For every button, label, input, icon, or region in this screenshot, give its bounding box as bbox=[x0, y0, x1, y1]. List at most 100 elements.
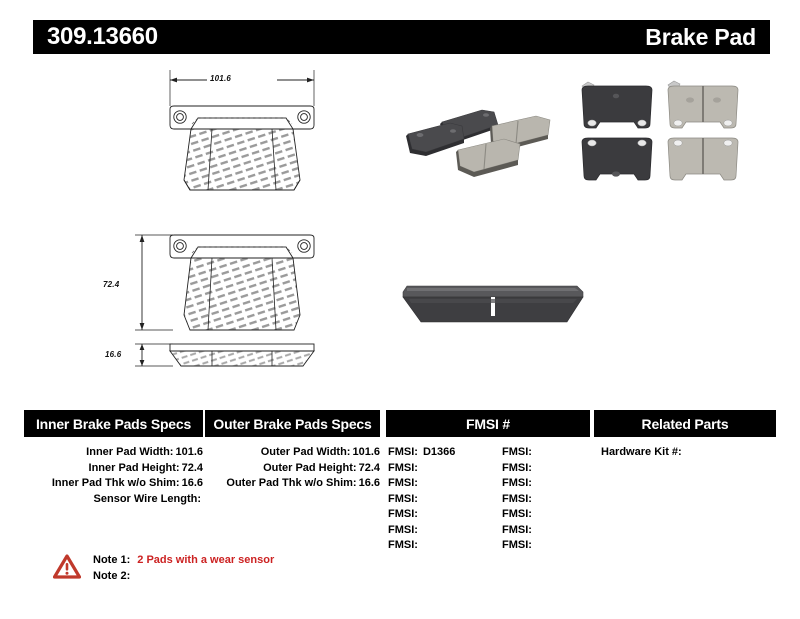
fmsi-value bbox=[418, 539, 423, 551]
fmsi-label: FMSI: bbox=[502, 492, 532, 505]
fmsi-row: FMSI: bbox=[388, 523, 488, 539]
related-parts-value bbox=[682, 446, 687, 458]
spec-row: Sensor Wire Length: bbox=[24, 492, 203, 508]
fmsi-value bbox=[532, 493, 537, 505]
spec-row: Inner Pad Thk w/o Shim:16.6 bbox=[24, 476, 203, 492]
fmsi-label: FMSI: bbox=[502, 461, 532, 474]
fmsi-value bbox=[418, 508, 423, 520]
fmsi-label: FMSI: bbox=[388, 508, 418, 520]
product-photo-edge-profile bbox=[395, 272, 590, 345]
spec-row: Inner Pad Width:101.6 bbox=[24, 445, 203, 461]
spec-label: Outer Pad Width: bbox=[260, 446, 351, 458]
spec-value: 16.6 bbox=[358, 477, 380, 489]
fmsi-row: FMSI: bbox=[388, 476, 488, 492]
spec-label: Sensor Wire Length: bbox=[93, 492, 201, 505]
warning-triangle-icon bbox=[52, 554, 82, 579]
fmsi-value bbox=[418, 477, 423, 489]
spec-row bbox=[205, 492, 380, 508]
fmsi-row: FMSI: bbox=[502, 461, 592, 477]
note-row: Note 2: bbox=[93, 568, 274, 584]
fmsi-row: FMSI: bbox=[502, 523, 592, 539]
spec-value: 72.4 bbox=[181, 461, 203, 474]
front-view-pad bbox=[135, 234, 315, 331]
spec-value: 101.6 bbox=[352, 446, 380, 458]
product-photo-angled-set bbox=[398, 78, 558, 193]
spec-value bbox=[201, 493, 203, 505]
fmsi-label: FMSI: bbox=[388, 477, 418, 489]
fmsi-label: FMSI: bbox=[502, 523, 532, 536]
edge-view-pad bbox=[135, 343, 315, 367]
spec-label: Inner Pad Height: bbox=[88, 461, 180, 474]
top-view-pad bbox=[169, 70, 315, 191]
spec-value: 72.4 bbox=[358, 461, 380, 474]
fmsi-row: FMSI: bbox=[502, 538, 592, 554]
header-bar: 309.13660 Brake Pad bbox=[33, 20, 770, 54]
fmsi-row: FMSI: bbox=[502, 476, 592, 492]
spec-value bbox=[378, 493, 380, 505]
note-label: Note 1: bbox=[93, 554, 131, 566]
fmsi-label: FMSI: bbox=[502, 446, 532, 458]
fmsi-value: D1366 bbox=[422, 446, 456, 458]
drawing-svg bbox=[135, 70, 315, 367]
fmsi-row: FMSI: bbox=[388, 538, 488, 554]
column-header-fmsi: FMSI # bbox=[386, 410, 590, 437]
fmsi-label: FMSI: bbox=[502, 539, 532, 551]
fmsi-label: FMSI: bbox=[388, 539, 418, 551]
spec-table: Inner Brake Pads Specs Outer Brake Pads … bbox=[24, 410, 776, 562]
column-header-related-parts: Related Parts bbox=[594, 410, 776, 437]
note-label: Note 2: bbox=[93, 570, 131, 582]
fmsi-value bbox=[418, 524, 423, 536]
product-photo-topdown-set bbox=[572, 76, 752, 199]
fmsi-value bbox=[418, 462, 423, 474]
spec-row: Inner Pad Height:72.4 bbox=[24, 461, 203, 477]
note-row: Note 1: 2 Pads with a wear sensor bbox=[93, 552, 274, 568]
fmsi-row: FMSI: bbox=[502, 445, 592, 461]
inner-specs-list: Inner Pad Width:101.6 Inner Pad Height:7… bbox=[24, 445, 203, 507]
fmsi-list-right: FMSI: FMSI: FMSI: FMSI: FMSI: FMSI: bbox=[502, 445, 592, 554]
note-value: 2 Pads with a wear sensor bbox=[137, 554, 275, 566]
part-number: 309.13660 bbox=[47, 23, 158, 50]
related-parts-label: Hardware Kit #: bbox=[601, 446, 682, 458]
technical-drawing: 101.6 72.4 16.6 bbox=[95, 62, 345, 382]
spec-row: Outer Pad Height:72.4 bbox=[205, 461, 380, 477]
spec-table-header-row: Inner Brake Pads Specs Outer Brake Pads … bbox=[24, 410, 776, 437]
spec-label: Inner Pad Thk w/o Shim: bbox=[51, 477, 180, 489]
fmsi-row: FMSI: bbox=[388, 492, 488, 508]
fmsi-value bbox=[532, 508, 537, 520]
page-title: Brake Pad bbox=[645, 23, 756, 50]
spec-label: Inner Pad Width: bbox=[86, 446, 174, 458]
column-header-outer-specs: Outer Brake Pads Specs bbox=[205, 410, 380, 437]
fmsi-value bbox=[532, 524, 537, 536]
fmsi-label: FMSI: bbox=[502, 508, 532, 520]
fmsi-label: FMSI: bbox=[388, 461, 418, 474]
related-parts-row: Hardware Kit #: bbox=[601, 445, 687, 461]
fmsi-value bbox=[418, 493, 423, 505]
fmsi-label: FMSI: bbox=[502, 477, 532, 489]
dimension-label-height: 72.4 bbox=[103, 280, 120, 289]
fmsi-row: FMSI: bbox=[502, 507, 592, 523]
dimension-label-width: 101.6 bbox=[210, 74, 232, 83]
spec-table-body: Inner Pad Width:101.6 Inner Pad Height:7… bbox=[24, 437, 776, 562]
spec-row: Outer Pad Width:101.6 bbox=[205, 445, 380, 461]
fmsi-label: FMSI: bbox=[388, 523, 418, 536]
column-header-inner-specs: Inner Brake Pads Specs bbox=[24, 410, 203, 437]
dimension-label-thickness: 16.6 bbox=[105, 350, 122, 359]
fmsi-value bbox=[532, 477, 537, 489]
outer-specs-list: Outer Pad Width:101.6 Outer Pad Height:7… bbox=[205, 445, 380, 507]
spec-label: Outer Pad Thk w/o Shim: bbox=[226, 477, 357, 489]
spec-value: 16.6 bbox=[181, 477, 203, 489]
spec-row: Outer Pad Thk w/o Shim:16.6 bbox=[205, 476, 380, 492]
fmsi-row: FMSI: bbox=[388, 461, 488, 477]
note-lines: Note 1: 2 Pads with a wear sensor Note 2… bbox=[93, 552, 274, 584]
fmsi-value bbox=[532, 462, 537, 474]
fmsi-value bbox=[532, 539, 537, 551]
fmsi-list-left: FMSI: D1366 FMSI: FMSI: FMSI: FMSI: FMSI: bbox=[388, 445, 488, 554]
spec-label: Outer Pad Height: bbox=[263, 461, 357, 474]
fmsi-label: FMSI: bbox=[388, 446, 418, 458]
fmsi-row: FMSI: bbox=[502, 492, 592, 508]
fmsi-row: FMSI: bbox=[388, 507, 488, 523]
fmsi-value bbox=[532, 446, 537, 458]
related-parts-list: Hardware Kit #: bbox=[601, 445, 687, 461]
spec-value: 101.6 bbox=[175, 446, 203, 458]
